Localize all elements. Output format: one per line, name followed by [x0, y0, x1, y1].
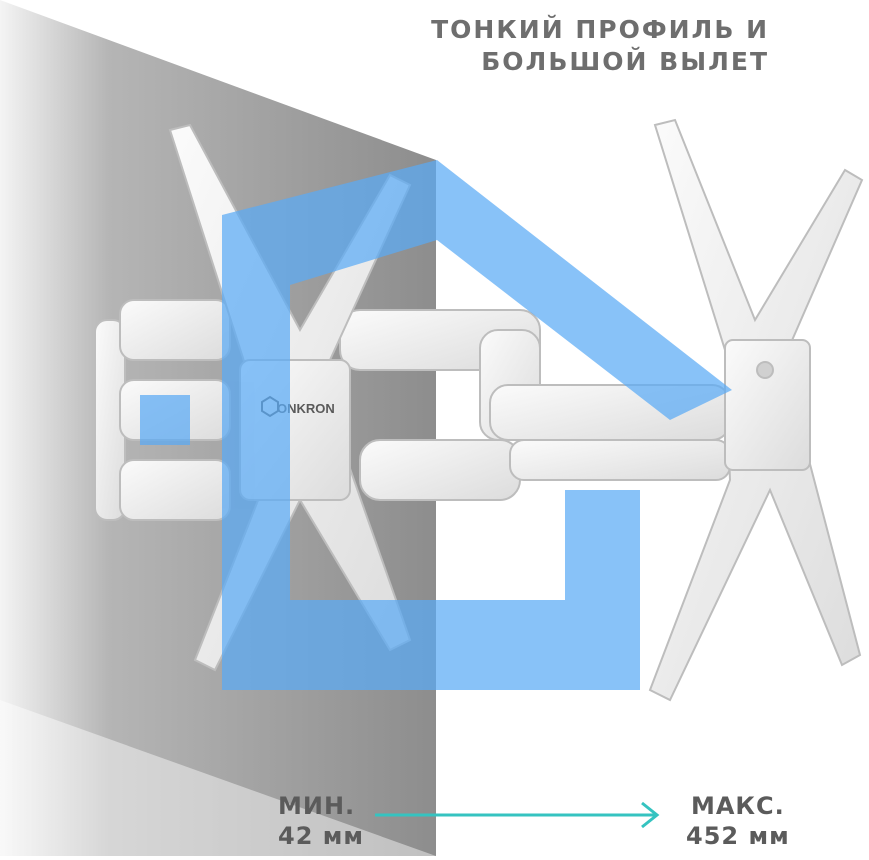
- max-value: 452 мм: [686, 822, 790, 850]
- mount-extended: [648, 118, 864, 702]
- headline: ТОНКИЙ ПРОФИЛЬ И БОЛЬШОЙ ВЫЛЕТ: [431, 14, 769, 78]
- headline-line-1: ТОНКИЙ ПРОФИЛЬ И: [431, 15, 769, 44]
- min-label: МИН.: [278, 792, 356, 820]
- house-icon: [140, 160, 732, 690]
- min-distance: МИН. 42 мм: [278, 791, 364, 851]
- min-value: 42 мм: [278, 822, 364, 850]
- max-distance: МАКС. 452 мм: [686, 791, 790, 851]
- logo-text: ONKRON: [277, 401, 335, 416]
- max-label: МАКС.: [690, 792, 785, 820]
- headline-line-2: БОЛЬШОЙ ВЫЛЕТ: [481, 47, 769, 76]
- mount-arm-extended: [479, 329, 731, 481]
- right-arrow-icon: [375, 801, 660, 829]
